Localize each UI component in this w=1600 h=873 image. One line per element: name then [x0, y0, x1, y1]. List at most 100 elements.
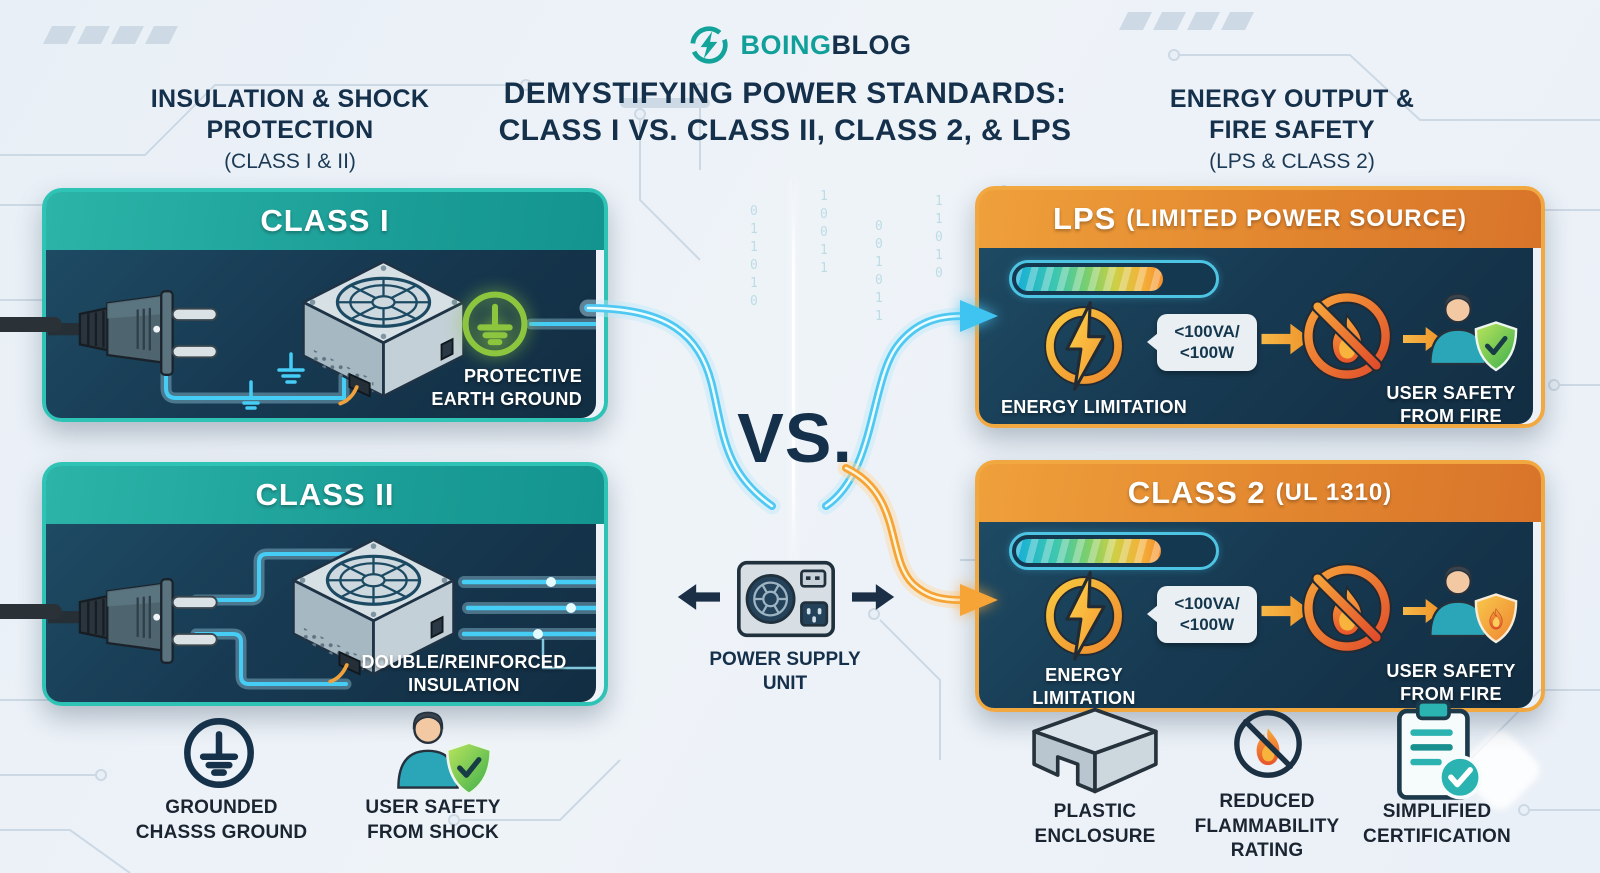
- power-cord: [0, 317, 62, 332]
- class-2-card-header: CLASS 2 (UL 1310): [979, 464, 1541, 522]
- lps-card-title: LPS: [1053, 201, 1117, 236]
- shield-check-icon: [444, 740, 494, 797]
- right-heading-line1: ENERGY OUTPUT &: [1169, 85, 1415, 113]
- class-2-card: CLASS 2 (UL 1310) ENERGY LIMITATION <100…: [975, 460, 1545, 712]
- left-heading-line2: PROTECTION: [206, 116, 374, 145]
- plastic-enclosure-line2: ENCLOSURE: [1034, 825, 1156, 847]
- right-column-heading: ENERGY OUTPUT & FIRE SAFETY (LPS & CLASS…: [1062, 84, 1522, 174]
- no-fire-icon: [1295, 556, 1399, 660]
- brand-name: BOINGBLOG: [740, 30, 911, 61]
- left-heading-sub: (CLASS I & II): [224, 149, 356, 173]
- grounded-chassis-line2: CHASSS GROUND: [135, 821, 308, 843]
- brand-name-navy: BLOG: [831, 29, 912, 60]
- reduced-flammability-line1: REDUCED: [1219, 791, 1315, 812]
- simplified-certification-line1: SIMPLIFIED: [1382, 801, 1492, 822]
- brand-name-teal: BOING: [740, 29, 832, 60]
- class-i-caption-line1: PROTECTIVE: [463, 366, 582, 386]
- lps-card-title-sub: (LIMITED POWER SOURCE): [1126, 205, 1467, 232]
- center-divider-line: [792, 178, 795, 574]
- class-ii-card: CLASS II: [42, 462, 608, 706]
- lps-safety-line1: USER SAFETY: [1386, 383, 1516, 403]
- lps-energy-label: ENERGY LIMITATION: [1000, 397, 1188, 417]
- power-limit-bubble: <100VA/ <100W: [1147, 314, 1257, 371]
- lps-card: LPS (LIMITED POWER SOURCE) ENERGY LIMITA…: [975, 186, 1545, 428]
- grounded-chassis-label: GROUNDED CHASSS GROUND: [114, 796, 329, 845]
- class-2-card-title-sub: (UL 1310): [1275, 479, 1393, 506]
- shield-check-icon: [1473, 320, 1519, 373]
- energy-meter-fill: [1016, 539, 1162, 563]
- no-fire-icon: [1295, 284, 1399, 388]
- plastic-enclosure-line1: PLASTIC: [1053, 801, 1137, 822]
- energy-meter: [1009, 260, 1219, 298]
- class-2-card-body: ENERGY LIMITATION <100VA/ <100W USER SAF…: [979, 522, 1533, 708]
- class-ii-caption-line1: DOUBLE/REINFORCED: [361, 652, 567, 672]
- power-supply-unit-icon: [737, 560, 835, 638]
- class-2-energy-line1: ENERGY: [1045, 665, 1123, 685]
- class-i-card-body: PROTECTIVE EARTH GROUND: [46, 250, 596, 418]
- class-i-caption-line2: EARTH GROUND: [431, 388, 582, 409]
- plastic-enclosure-icon: [1032, 707, 1158, 794]
- vs-label: VS.: [737, 399, 853, 477]
- left-heading-line1: INSULATION & SHOCK: [150, 85, 430, 113]
- power-plug-illustration: [48, 578, 218, 664]
- lps-safety-line2: FROM FIRE: [1400, 405, 1502, 425]
- page-title-line2: CLASS I VS. CLASS II, CLASS 2, & LPS: [498, 113, 1072, 147]
- psu-center-label: POWER SUPPLY UNIT: [700, 648, 870, 696]
- class-ii-card-title: CLASS II: [255, 477, 395, 512]
- right-arrow-icon: [852, 584, 895, 610]
- grounded-chassis-line1: GROUNDED: [165, 797, 278, 818]
- user-safety-shock-line2: FROM SHOCK: [367, 821, 499, 843]
- plastic-enclosure-label: PLASTIC ENCLOSURE: [1010, 800, 1180, 849]
- power-limit-line2: <100W: [1179, 343, 1235, 363]
- user-safety-shock-label: USER SAFETY FROM SHOCK: [328, 796, 538, 845]
- psu-center-label-line1: POWER SUPPLY: [709, 649, 861, 670]
- psu-center-label-line2: UNIT: [762, 672, 808, 694]
- energy-limitation-icon: [1036, 298, 1132, 394]
- simplified-certification-label: SIMPLIFIED CERTIFICATION: [1342, 800, 1532, 849]
- class-2-safety-label: USER SAFETY FROM FIRE: [1371, 660, 1531, 705]
- class-2-energy-line2: LIMITATION: [1032, 687, 1136, 708]
- power-cord: [0, 604, 62, 619]
- energy-meter-fill: [1016, 267, 1163, 291]
- lps-card-body: ENERGY LIMITATION <100VA/ <100W USER SAF…: [979, 248, 1533, 424]
- energy-meter: [1009, 532, 1219, 570]
- brand-header: BOINGBLOG: [0, 24, 1600, 66]
- page-title-line1: DEMYSTIFYING POWER STANDARDS:: [503, 77, 1067, 110]
- simplified-certification-line2: CERTIFICATION: [1363, 825, 1511, 847]
- class-ii-card-header: CLASS II: [46, 466, 604, 524]
- class-i-caption: PROTECTIVE EARTH GROUND: [431, 365, 582, 410]
- page-title: DEMYSTIFYING POWER STANDARDS: CLASS I VS…: [430, 76, 1140, 149]
- shield-flame-icon: [1474, 593, 1518, 644]
- class-i-card-header: CLASS I: [46, 192, 604, 250]
- power-limit-line2: <100W: [1179, 615, 1235, 635]
- no-flame-icon: [1226, 702, 1310, 786]
- reduced-flammability-label: REDUCED FLAMMABILITY RATING: [1172, 790, 1362, 864]
- center-to-class-2-wire: [837, 459, 971, 609]
- class-i-card: CLASS I: [42, 188, 608, 422]
- energy-limitation-icon: [1036, 568, 1132, 664]
- class-ii-caption-line2: INSULATION: [408, 674, 520, 695]
- lps-safety-label: USER SAFETY FROM FIRE: [1371, 382, 1531, 424]
- clipboard-check-icon: [1392, 700, 1484, 803]
- class-2-card-title: CLASS 2: [1127, 475, 1266, 510]
- left-column-heading: INSULATION & SHOCK PROTECTION (CLASS I &…: [60, 84, 520, 174]
- lps-card-header: LPS (LIMITED POWER SOURCE): [979, 190, 1541, 248]
- class-ii-card-body: DOUBLE/REINFORCED INSULATION: [46, 524, 596, 702]
- class-i-card-title: CLASS I: [260, 203, 390, 238]
- protective-earth-ground-icon: [457, 286, 533, 362]
- right-heading-line2: FIRE SAFETY: [1209, 116, 1375, 145]
- lightning-bolt-circle-icon: [688, 24, 730, 66]
- right-heading-sub: (LPS & CLASS 2): [1209, 149, 1375, 173]
- power-limit-line1: <100VA/: [1174, 594, 1240, 613]
- reduced-flammability-line2: FLAMMABILITY: [1194, 815, 1340, 837]
- reduced-flammability-line3: RATING: [1230, 840, 1304, 862]
- power-limit-line1: <100VA/: [1174, 322, 1240, 341]
- class-2-energy-label: ENERGY LIMITATION: [999, 664, 1169, 708]
- left-arrow-icon: [677, 584, 720, 610]
- user-safety-shock-line1: USER SAFETY: [365, 797, 501, 818]
